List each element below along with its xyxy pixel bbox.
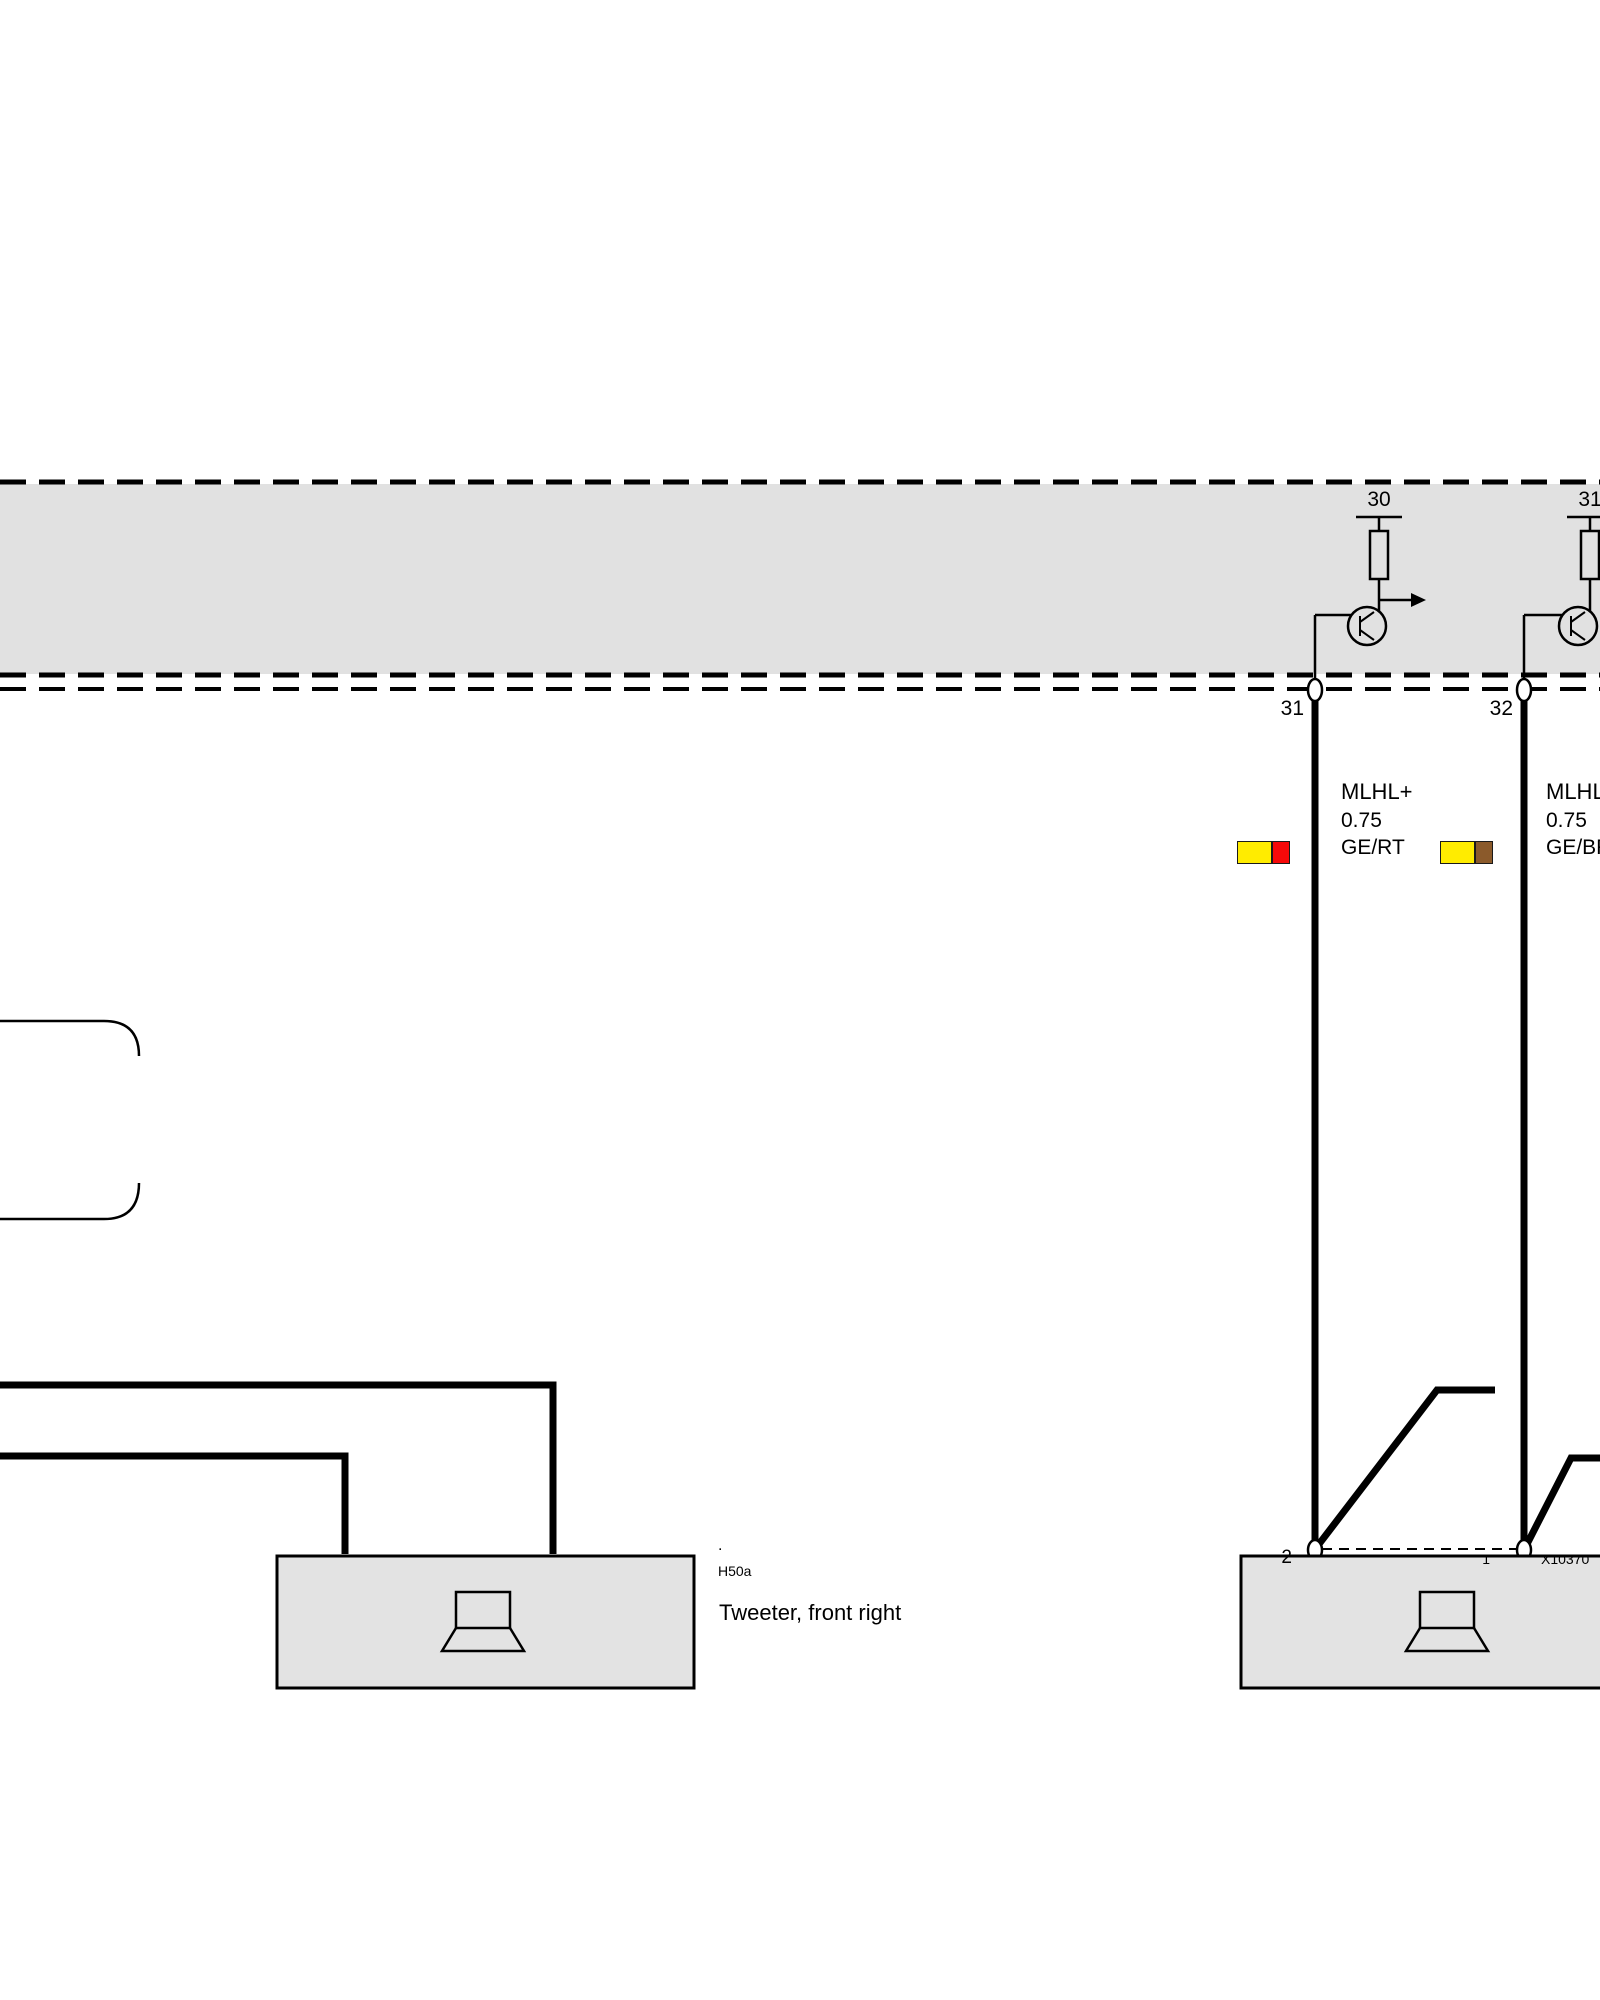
wire1-signal-label: MLHL+ [1341,779,1413,804]
wire2-color-code-label: GE/BR [1546,836,1600,859]
swatch-yellow [1237,841,1272,864]
wire1-color-swatch [1237,841,1290,864]
connector-pin-icon-31 [1306,677,1324,703]
output-driver-terminal-30 [1313,515,1426,680]
speaker-connector-label: X10370 [1541,1551,1590,1567]
tweeter-box [275,1554,696,1690]
speaker-pin-label-1: 1 [1482,1551,1490,1567]
option-bracket-top [0,1019,141,1057]
speaker-icon [439,1590,527,1653]
swatch-red [1272,841,1290,864]
wire1-cross-section-label: 0.75 [1341,809,1382,832]
tweeter-code-label: H50a [718,1563,752,1579]
ecu-pin-label-31: 31 [1280,697,1304,720]
wire2-cross-section-label: 0.75 [1546,809,1587,832]
transistor-icon [1557,605,1599,647]
wire2-color-swatch [1440,841,1493,864]
ecu-terminal-label-31: 31 [1578,488,1600,511]
wire2-signal-label: MLHL- [1546,779,1600,804]
swatch-brown [1475,841,1493,864]
tweeter-dot-label: . [718,1537,723,1554]
option-bracket-bottom [0,1182,141,1221]
output-arrowhead-icon [1411,593,1426,607]
swatch-yellow [1440,841,1475,864]
speaker-icon [1403,1590,1491,1653]
wire-branch-right [1521,1454,1600,1550]
tweeter-name-label: Tweeter, front right [719,1600,902,1625]
wire-branch-left [1313,1386,1495,1551]
speaker-pin-label-2: 2 [1281,1547,1292,1568]
tweeter-wire-bottom [0,1452,349,1554]
ecu-band [0,484,1600,674]
ecu-terminal-label-30: 30 [1367,488,1391,511]
output-driver-terminal-31 [1522,515,1600,680]
ecu-pin-label-32: 32 [1489,697,1513,720]
transistor-icon [1346,605,1388,647]
wire1-color-code-label: GE/RT [1341,836,1405,859]
connector-pin-icon-32 [1515,677,1533,703]
tweeter-wire-top [0,1381,557,1554]
